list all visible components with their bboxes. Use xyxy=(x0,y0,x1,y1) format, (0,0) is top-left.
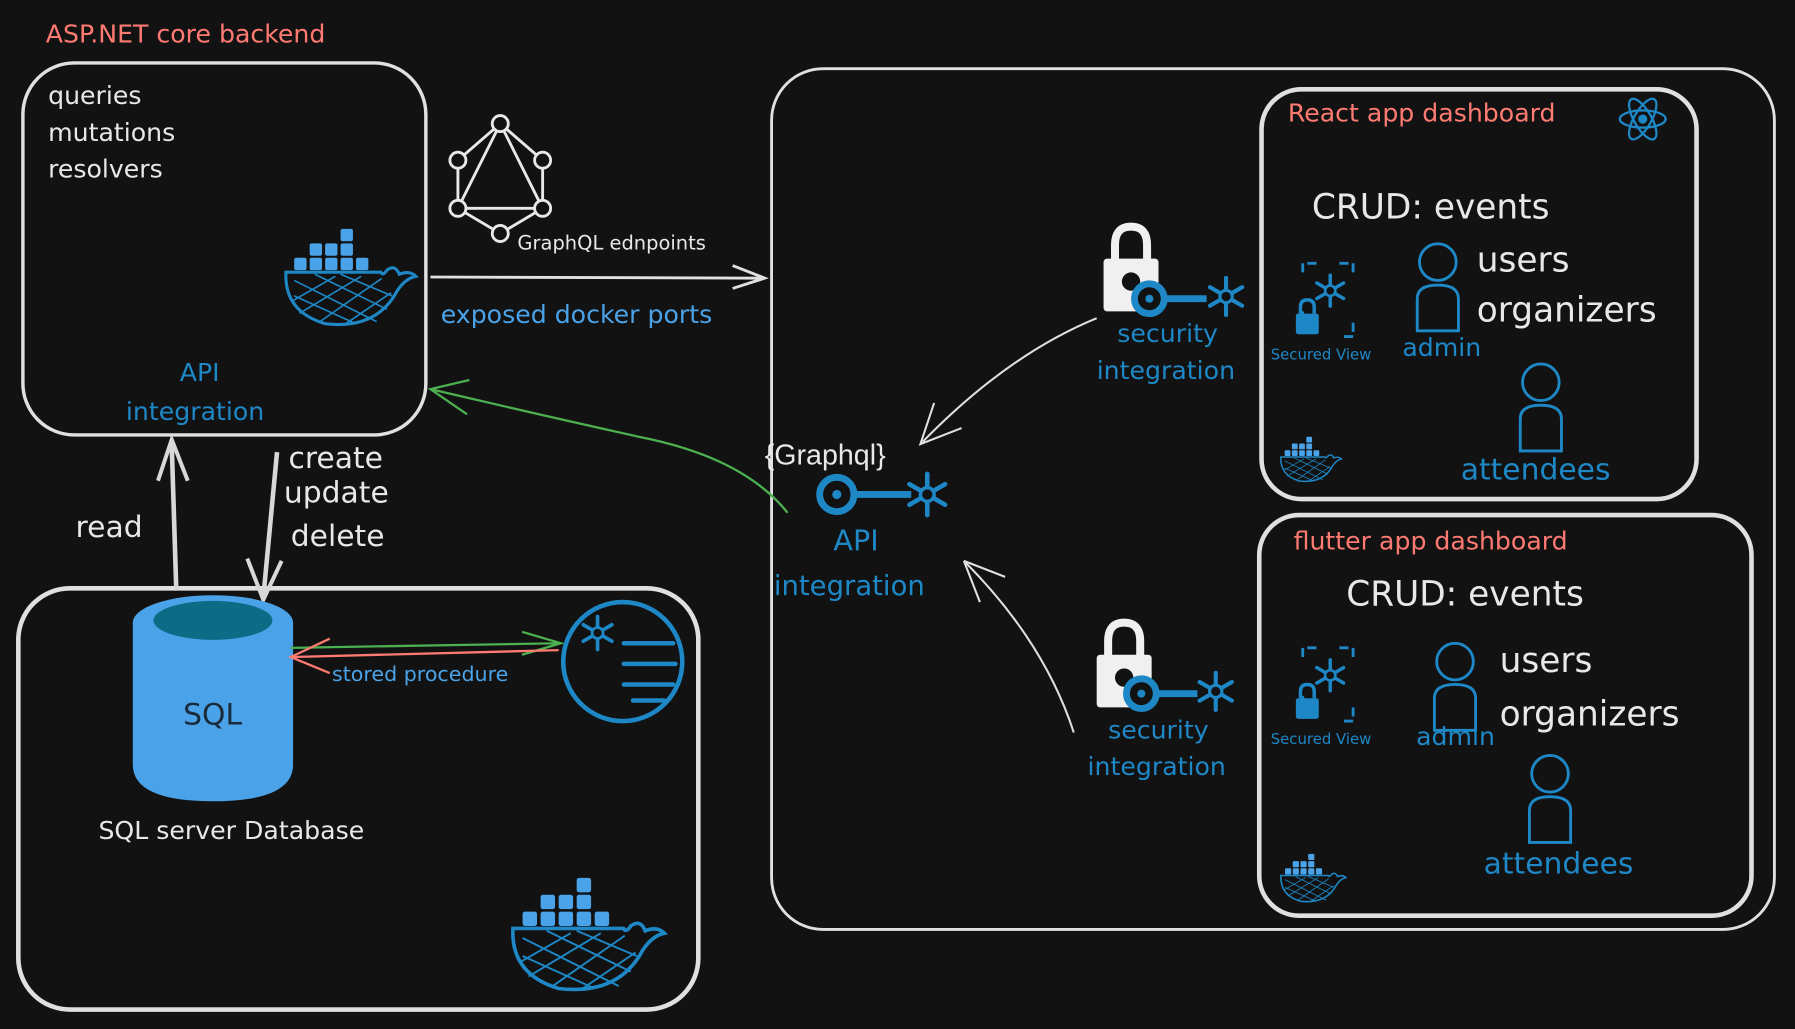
read-arrow xyxy=(156,433,190,591)
gateway-to-backend-arrow xyxy=(427,378,789,514)
update-label: update xyxy=(283,476,389,511)
backend-integration-label: integration xyxy=(125,398,265,427)
gateway-integration-label: integration xyxy=(773,570,925,603)
database-caption: SQL server Database xyxy=(98,817,365,846)
backend-line-mutations: mutations xyxy=(48,119,176,148)
backend-box xyxy=(21,61,428,437)
docker-icon xyxy=(284,227,418,327)
graphql-brand: {Graphql} xyxy=(764,439,886,472)
flutter-organizers: organizers xyxy=(1499,694,1680,735)
docker-icon xyxy=(1280,853,1347,903)
flutter-secured-view-label: Secured View xyxy=(1270,731,1372,749)
docker-icon xyxy=(511,876,667,992)
sql-label: SQL xyxy=(183,698,243,733)
backend-line-resolvers: resolvers xyxy=(48,155,163,185)
react-icon xyxy=(1618,97,1667,141)
flutter-title: flutter app dashboard xyxy=(1293,527,1568,557)
user-icon xyxy=(1415,242,1460,333)
security-icon-top xyxy=(1104,227,1243,315)
flutter-attendees: attendees xyxy=(1483,847,1634,882)
sql-cylinder-icon xyxy=(132,595,294,802)
secured-view-icon xyxy=(1296,648,1353,721)
graphql-endpoints-label: GraphQL ednpoints xyxy=(517,232,706,256)
snowflake-key-icon xyxy=(816,474,945,515)
security-bottom-arrow xyxy=(962,559,1075,733)
delete-label: delete xyxy=(290,519,385,554)
create-label: create xyxy=(288,441,383,477)
graphql-icon xyxy=(448,114,553,243)
backend-line-queries: queries xyxy=(48,82,142,112)
docker-icon xyxy=(1280,436,1343,483)
secured-view-icon xyxy=(1296,263,1353,336)
security-top-label-2: integration xyxy=(1096,357,1236,386)
frontend-box xyxy=(770,67,1776,931)
backend-title: ASP.NET core backend xyxy=(45,20,326,50)
backend-api-label: API xyxy=(179,359,220,389)
react-dashboard-box xyxy=(1259,86,1699,502)
user-icon xyxy=(1518,362,1563,453)
write-arrow xyxy=(245,451,284,605)
react-admin: admin xyxy=(1402,334,1482,363)
stored-procedure-label: stored procedure xyxy=(331,662,509,687)
security-top-arrow xyxy=(918,317,1098,446)
user-icon xyxy=(1432,641,1478,732)
security-top-label-1: security xyxy=(1117,320,1218,350)
react-users: users xyxy=(1476,240,1570,281)
react-title: React app dashboard xyxy=(1287,99,1556,129)
security-bottom-label-1: security xyxy=(1108,716,1209,746)
exposed-ports-label: exposed docker ports xyxy=(440,301,713,330)
security-bottom-label-2: integration xyxy=(1087,753,1226,782)
flutter-dashboard-box xyxy=(1256,512,1754,918)
react-attendees: attendees xyxy=(1460,453,1611,488)
flutter-admin: admin xyxy=(1416,723,1495,753)
flutter-crud: CRUD: events xyxy=(1346,574,1584,615)
gateway-api-label: API xyxy=(833,524,879,558)
user-icon xyxy=(1527,754,1573,844)
security-icon-bottom xyxy=(1097,623,1232,710)
react-secured-view-label: Secured View xyxy=(1270,346,1372,364)
exposed-ports-arrow xyxy=(430,264,769,290)
stored-procedure-arrows xyxy=(287,630,565,675)
react-crud: CRUD: events xyxy=(1311,187,1550,228)
flutter-users: users xyxy=(1499,640,1593,682)
read-label: read xyxy=(75,510,143,545)
database-box xyxy=(16,586,701,1012)
stored-procedure-icon xyxy=(560,599,685,724)
react-organizers: organizers xyxy=(1476,290,1657,331)
